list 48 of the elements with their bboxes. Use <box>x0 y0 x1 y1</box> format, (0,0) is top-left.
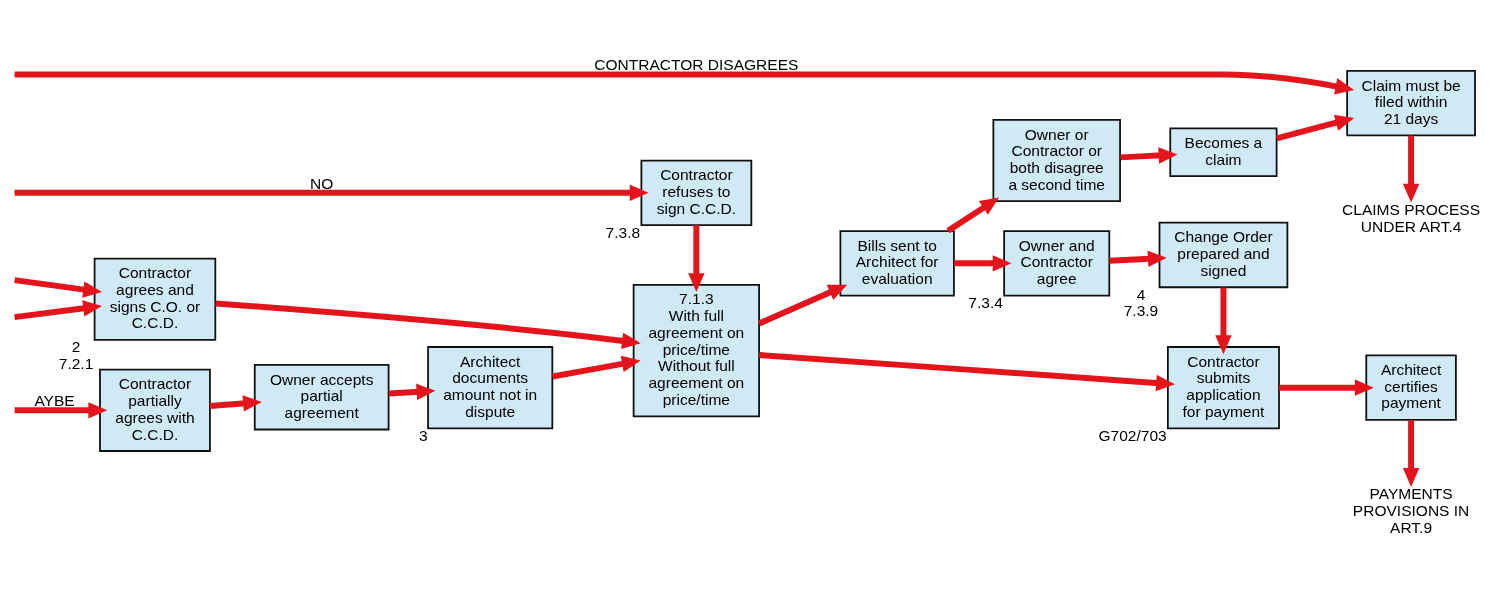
node-box: Bills sent to Architect for evaluation <box>839 229 955 296</box>
arrow <box>1120 146 1178 164</box>
arrow <box>1402 135 1420 203</box>
arrow <box>1215 287 1232 354</box>
node-label: 4 <box>1136 285 1146 303</box>
node-box: Contractor agrees and signs C.O. or C.C.D. <box>93 257 217 341</box>
node-box: 7.1.3 With full agreement on price/time Without full agreement on price/time <box>632 283 760 417</box>
node-label: 3 <box>418 426 428 444</box>
arrow <box>759 351 1175 391</box>
arrow <box>14 71 1355 94</box>
arrow <box>1279 378 1374 396</box>
node-label: 7.2.1 <box>58 354 94 372</box>
arrow <box>1402 419 1420 487</box>
arrow <box>946 196 1000 233</box>
arrow <box>14 276 102 298</box>
node-box: Owner and Contractor agree <box>1003 229 1111 296</box>
arrow <box>688 224 705 292</box>
node-box: Owner or Contractor or both disagree a second time <box>992 118 1121 202</box>
node-box: Claim must be filed within 21 days <box>1346 69 1476 136</box>
node-box: Change Order prepared and signed <box>1158 221 1289 288</box>
node-label: 7.3.9 <box>1123 301 1159 319</box>
arrow <box>14 184 649 201</box>
node-label: 2 <box>71 337 81 355</box>
node-text: CLAIMS PROCESS UNDER ART.4 <box>1342 200 1481 235</box>
arrow <box>758 284 848 326</box>
node-label: 7.3.8 <box>605 223 641 241</box>
node-box: Contractor refuses to sign C.C.D. <box>640 159 753 226</box>
edge-label: AYBE <box>34 391 75 409</box>
arrow <box>552 355 641 379</box>
edge-label: CONTRACTOR DISAGREES <box>594 55 799 73</box>
node-label: G702/703 <box>1098 426 1167 444</box>
node-box: Owner accepts partial agreement <box>253 363 390 430</box>
node-label: 7.3.4 <box>968 293 1003 311</box>
arrow <box>14 401 108 419</box>
node-box: Contractor submits application for payment <box>1166 345 1280 429</box>
arrow <box>388 383 436 400</box>
arrow <box>1109 250 1167 267</box>
node-box: Architect documents amount not in dispute <box>427 345 554 429</box>
arrow <box>209 394 262 412</box>
node-box: Contractor partially agrees with C.C.D. <box>99 368 211 452</box>
edge-label: NO <box>310 174 334 192</box>
arrow <box>14 299 102 320</box>
node-box: Becomes a claim <box>1169 126 1278 177</box>
arrow <box>215 300 641 349</box>
node-text: PAYMENTS PROVISIONS IN ART.9 <box>1352 484 1470 536</box>
node-box: Architect certifies payment <box>1365 354 1457 421</box>
arrow <box>1275 114 1355 141</box>
arrow <box>954 254 1012 272</box>
